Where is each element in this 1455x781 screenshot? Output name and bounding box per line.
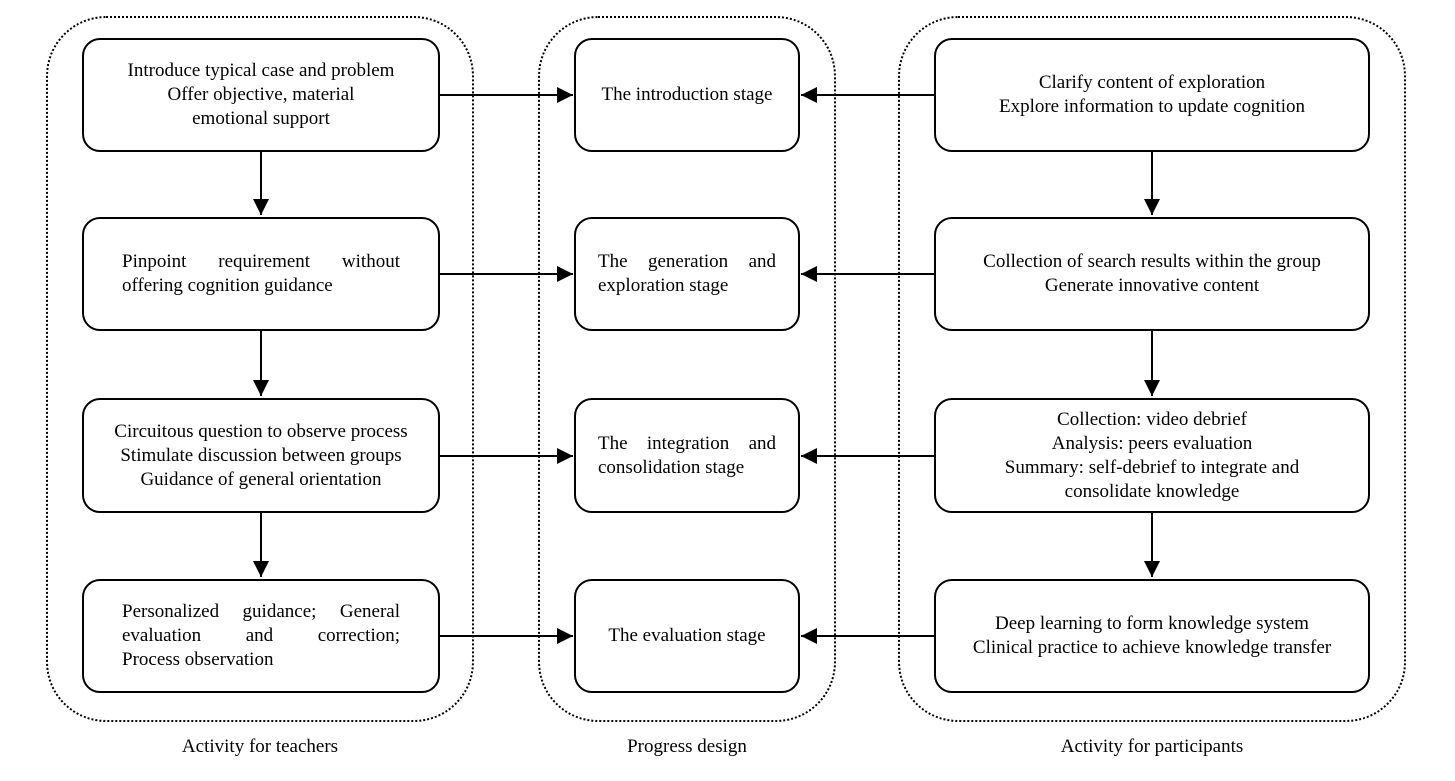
stage-box-3: The integration and consolidation stage: [574, 398, 800, 513]
participant-box-3: Collection: video debrief Analysis: peer…: [934, 398, 1370, 513]
stage-box-1: The introduction stage: [574, 38, 800, 152]
teacher-box-3: Circuitous question to observe process S…: [82, 398, 440, 513]
teacher-box-4-line-3: Process observation: [122, 649, 274, 670]
teacher-box-3-line-3: Guidance of general orientation: [140, 468, 382, 490]
caption-participants: Activity for participants: [1060, 736, 1244, 757]
teacher-box-1: Introduce typical case and problem Offer…: [82, 38, 440, 152]
teacher-box-4: Personalized guidance; General evaluatio…: [82, 579, 440, 693]
teacher-box-1-line-2: Offer objective, material: [167, 84, 355, 105]
stage-box-1-line-1: The introduction stage: [601, 84, 773, 105]
stage-box-2: The generation and exploration stage: [574, 217, 800, 331]
teacher-box-2: Pinpoint requirement without offering co…: [82, 217, 440, 331]
participants-group: [898, 16, 1406, 722]
stage-box-3-line-1: The integration and: [598, 432, 776, 454]
stage-box-4-line-1: The evaluation stage: [608, 625, 766, 646]
caption-teachers: Activity for teachers: [181, 736, 339, 757]
stage-box-4: The evaluation stage: [574, 579, 800, 693]
stage-box-2-line-2: exploration stage: [598, 275, 729, 296]
stage-box-2-line-1: The generation and: [598, 251, 776, 272]
teacher-box-1-line-3: emotional support: [192, 108, 330, 129]
participant-box-4-line-2: Clinical practice to achieve knowledge t…: [972, 637, 1332, 658]
participant-box-3-line-2: Analysis: peers evaluation: [1051, 432, 1253, 454]
participant-box-3-line-4: consolidate knowledge: [1064, 480, 1240, 502]
participant-box-1-line-2: Explore information to update cognition: [998, 96, 1306, 117]
teacher-box-4-line-1: Personalized guidance; General: [122, 601, 400, 622]
participant-box-1-line-1: Clarify content of exploration: [1038, 72, 1266, 93]
caption-progress: Progress design: [627, 736, 747, 757]
stage-box-3-line-2: consolidation stage: [598, 456, 745, 478]
participant-box-4-line-1: Deep learning to form knowledge system: [995, 613, 1309, 634]
participant-box-2-line-1: Collection of search results within the …: [983, 251, 1321, 272]
participant-box-2-line-2: Generate innovative content: [1044, 275, 1260, 296]
participant-box-3-line-1: Collection: video debrief: [1057, 408, 1247, 430]
participant-box-3-line-3: Summary: self-debrief to integrate and: [1004, 456, 1300, 478]
participant-box-1: Clarify content of exploration Explore i…: [934, 38, 1370, 152]
teacher-box-3-line-2: Stimulate discussion between groups: [120, 444, 402, 466]
participant-box-4: Deep learning to form knowledge system C…: [934, 579, 1370, 693]
teacher-box-3-line-1: Circuitous question to observe process: [114, 420, 408, 442]
progress-group: [538, 16, 836, 722]
teacher-box-2-line-2: offering cognition guidance: [122, 275, 333, 296]
teacher-box-4-line-2: evaluation and correction;: [122, 625, 400, 646]
teachers-group: [46, 16, 474, 722]
teacher-box-1-line-1: Introduce typical case and problem: [127, 60, 395, 81]
participant-box-2: Collection of search results within the …: [934, 217, 1370, 331]
teacher-box-2-line-1: Pinpoint requirement without: [122, 251, 400, 272]
